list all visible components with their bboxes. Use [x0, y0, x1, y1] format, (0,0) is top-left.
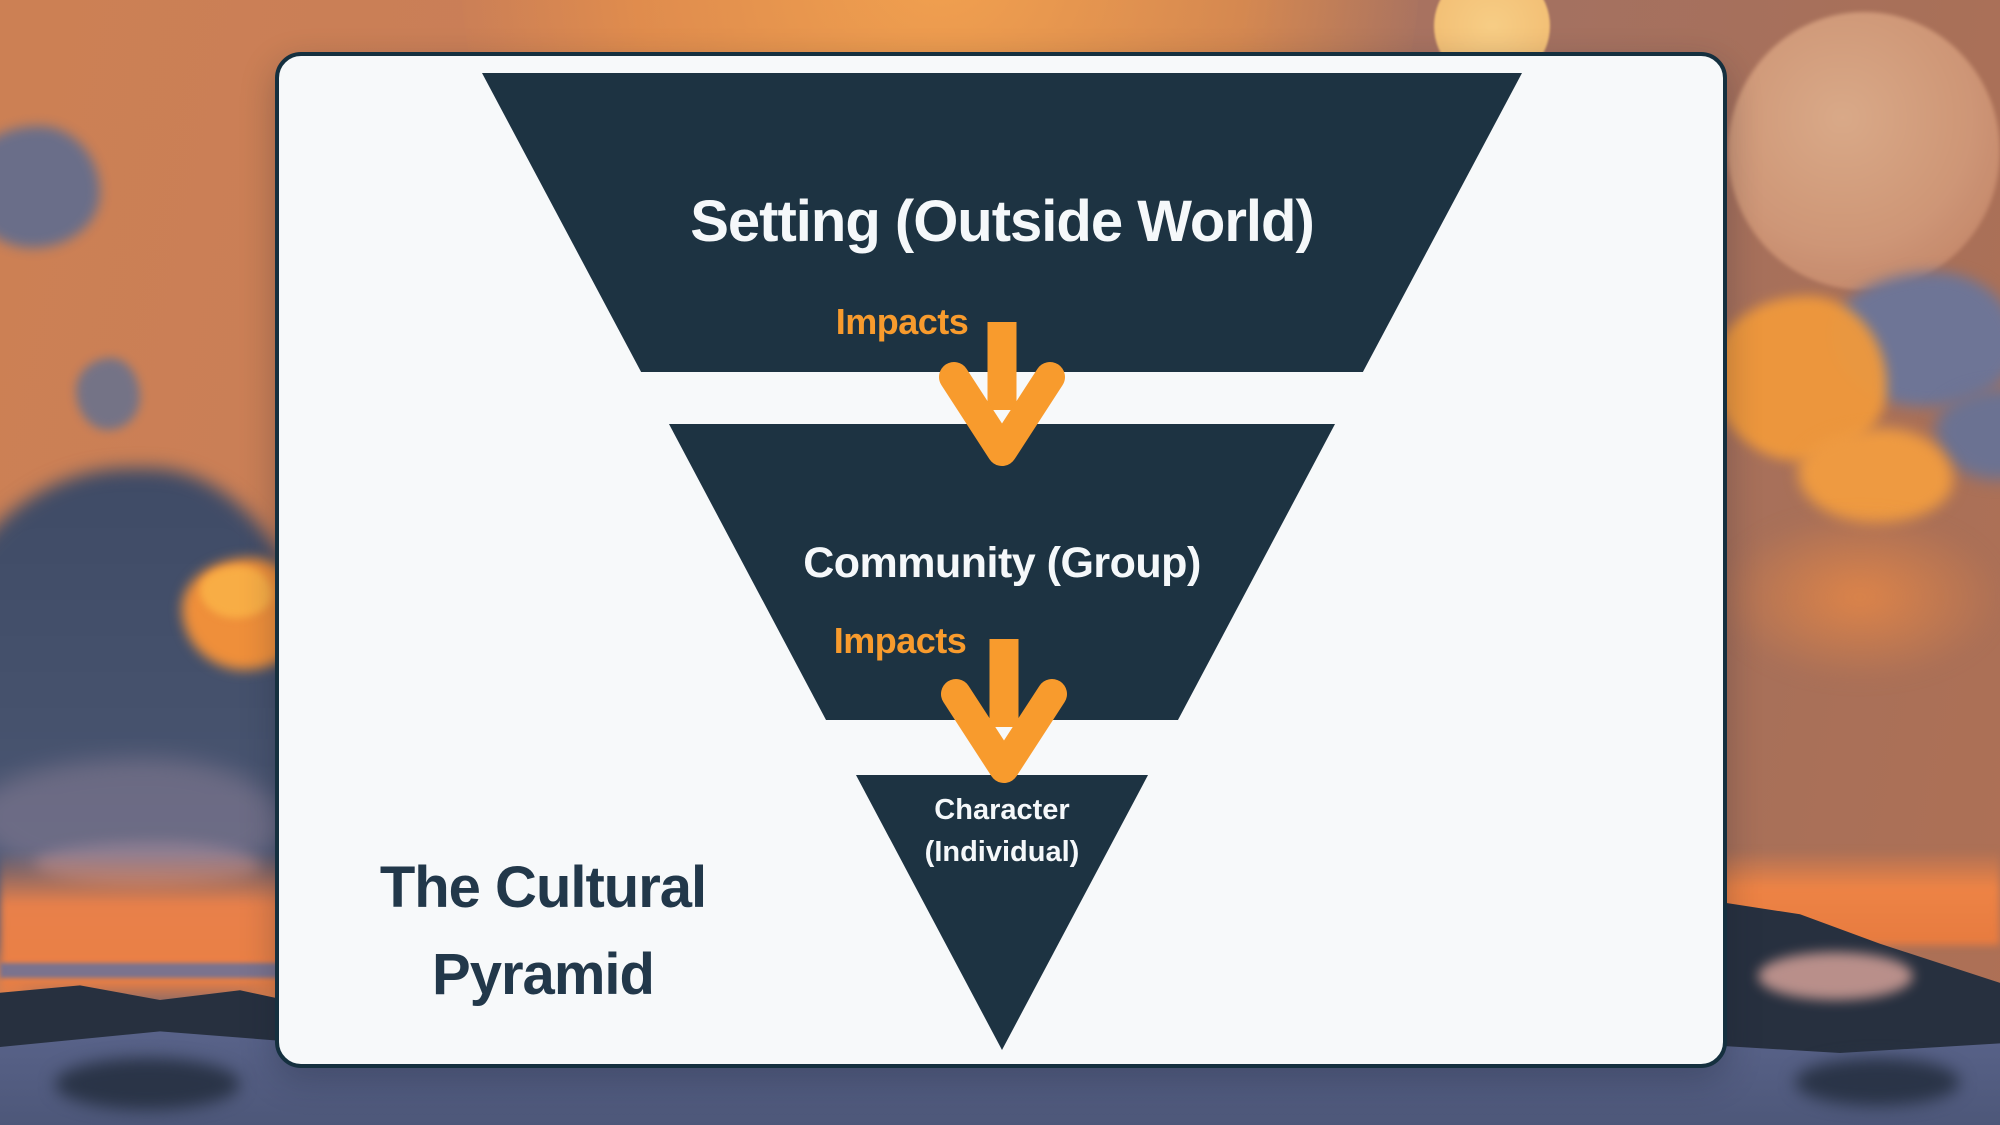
- slide-title: The Cultural Pyramid: [379, 855, 707, 1007]
- connector-label-impacts-1: Impacts: [835, 301, 969, 342]
- background-foreground-shadow-right: [1795, 1058, 1960, 1106]
- background-cloud-left-small: [76, 358, 140, 430]
- arrow-down-icon: [939, 637, 1069, 787]
- background-deep-orange-right: [1715, 512, 2000, 682]
- background-mountain-highlight: [1758, 952, 1913, 1000]
- cultural-pyramid-funnel: Setting (Outside World) Impacts Communit…: [482, 73, 1522, 1050]
- background-planet: [1728, 12, 2000, 290]
- tier-label-character: Character (Individual): [924, 794, 1080, 868]
- arrow-down-icon: [937, 320, 1067, 470]
- slide-card: Setting (Outside World) Impacts Communit…: [275, 52, 1727, 1068]
- background-cloud-amber-right: [1798, 428, 1953, 523]
- background-cloud-highlight-core: [200, 566, 272, 618]
- background-foreground-shadow-left: [55, 1058, 240, 1110]
- background-cloud-left: [0, 126, 100, 248]
- connector-label-impacts-2: Impacts: [833, 620, 967, 661]
- tier-label-community: Community (Group): [803, 539, 1201, 587]
- background-sunset-streak: [0, 963, 295, 978]
- tier-label-setting: Setting (Outside World): [690, 189, 1315, 254]
